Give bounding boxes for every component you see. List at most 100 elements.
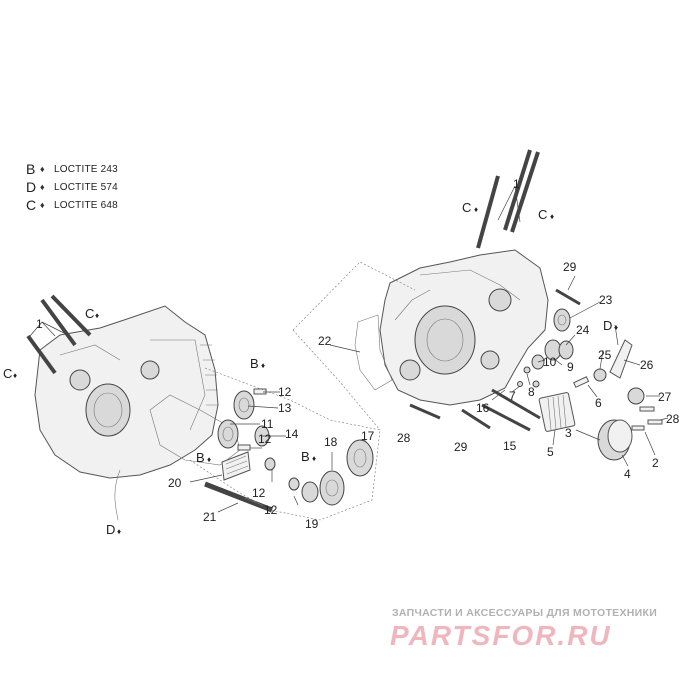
loctite-marker-b: B bbox=[196, 450, 205, 465]
left-case-rib bbox=[59, 344, 121, 361]
callout-26: 26 bbox=[640, 358, 654, 372]
drop-icon: ♦ bbox=[550, 212, 554, 221]
legend-text: LOCTITE 574 bbox=[54, 181, 118, 193]
callout-12: 12 bbox=[264, 503, 278, 517]
bearing-small bbox=[264, 457, 276, 471]
seal bbox=[553, 308, 571, 332]
left-case-rib bbox=[150, 339, 206, 431]
bearing-inner bbox=[353, 448, 367, 468]
dowel bbox=[517, 381, 523, 387]
bracket bbox=[609, 339, 633, 379]
legend-row-d: D ♦ LOCTITE 574 bbox=[26, 178, 118, 196]
stud bbox=[476, 175, 500, 249]
bearing bbox=[217, 419, 239, 449]
left-studs bbox=[26, 294, 92, 375]
callout-29: 29 bbox=[563, 260, 577, 274]
callout-21: 21 bbox=[203, 510, 217, 524]
left-crankcase bbox=[34, 305, 219, 479]
callout-5: 5 bbox=[547, 445, 554, 459]
drop-icon: ♦ bbox=[40, 164, 45, 174]
callout-2: 2 bbox=[652, 456, 659, 470]
bolt bbox=[237, 444, 251, 451]
callout-22: 22 bbox=[318, 334, 332, 348]
legend-text: LOCTITE 243 bbox=[54, 163, 118, 175]
shaft bbox=[204, 481, 273, 513]
loctite-markers: C ♦ C ♦ C ♦ C ♦ B ♦ B ♦ B ♦ D ♦ D ♦ bbox=[3, 200, 618, 537]
stud bbox=[40, 298, 77, 347]
seal bbox=[301, 481, 319, 503]
d-marker-curve bbox=[114, 469, 121, 521]
watermark-brand-logo: PARTSFOR.RU bbox=[390, 620, 612, 651]
drop-icon: ♦ bbox=[117, 527, 121, 536]
long-bolt bbox=[491, 388, 541, 420]
right-shaft-bore bbox=[399, 359, 421, 381]
right-case-rib bbox=[394, 289, 431, 321]
drop-icon: ♦ bbox=[261, 361, 265, 370]
loctite-marker-d: D bbox=[603, 318, 612, 333]
stud bbox=[503, 149, 532, 231]
drop-icon: ♦ bbox=[474, 205, 478, 214]
drop-icon: ♦ bbox=[40, 200, 45, 210]
callout-23: 23 bbox=[599, 293, 613, 307]
left-shaft-bore bbox=[69, 369, 91, 391]
filter-mesh bbox=[225, 455, 249, 475]
right-shaft-bore bbox=[480, 350, 500, 370]
right-shaft-bore bbox=[488, 288, 512, 312]
dowel bbox=[523, 366, 531, 374]
callout-1: 1 bbox=[36, 317, 43, 331]
oil-filter bbox=[538, 392, 576, 432]
drop-icon: ♦ bbox=[13, 371, 17, 380]
right-studs bbox=[476, 149, 540, 249]
callout-12: 12 bbox=[252, 486, 266, 500]
callout-9: 9 bbox=[567, 360, 574, 374]
loctite-marker-d: D bbox=[106, 522, 115, 537]
callout-15: 15 bbox=[503, 439, 517, 453]
callout-12: 12 bbox=[258, 432, 272, 446]
left-shaft-bore bbox=[140, 360, 160, 380]
callout-16: 16 bbox=[476, 401, 490, 415]
long-bolt bbox=[481, 403, 531, 432]
callout-25: 25 bbox=[598, 348, 612, 362]
pressure-switch bbox=[593, 368, 607, 382]
callout-14: 14 bbox=[285, 427, 299, 441]
callout-19: 19 bbox=[305, 517, 319, 531]
callout-13: 13 bbox=[278, 401, 292, 415]
callout-27: 27 bbox=[658, 390, 672, 404]
callout-28: 28 bbox=[397, 431, 411, 445]
right-bore-ring bbox=[426, 318, 464, 362]
callout-18: 18 bbox=[324, 435, 338, 449]
drop-icon: ♦ bbox=[312, 454, 316, 463]
right-crankcase-group bbox=[354, 249, 549, 406]
stud bbox=[26, 334, 57, 375]
drop-icon: ♦ bbox=[95, 311, 99, 320]
long-bolt bbox=[461, 408, 491, 430]
left-case-fins bbox=[200, 344, 218, 406]
dowel bbox=[532, 380, 540, 388]
loctite-marker-c: C bbox=[85, 306, 94, 321]
legend-code: C bbox=[26, 197, 37, 213]
callout-1: 1 bbox=[513, 177, 520, 191]
bearing-large bbox=[319, 470, 345, 506]
legend-text: LOCTITE 648 bbox=[54, 199, 118, 211]
left-crankcase-group bbox=[34, 305, 241, 521]
filter-cover-face bbox=[607, 419, 633, 453]
drop-icon: ♦ bbox=[207, 455, 211, 464]
loctite-legend: B ♦ LOCTITE 243 D ♦ LOCTITE 574 C ♦ LOCT… bbox=[26, 160, 118, 214]
legend-code: B bbox=[26, 161, 36, 177]
loctite-marker-c: C bbox=[3, 366, 12, 381]
stud bbox=[510, 151, 540, 233]
callout-6: 6 bbox=[595, 396, 602, 410]
left-crank-bore bbox=[85, 383, 131, 437]
bearing-inner bbox=[325, 479, 339, 497]
callout-10: 10 bbox=[543, 355, 557, 369]
bearing-large bbox=[346, 439, 374, 477]
legend-code: D bbox=[26, 179, 37, 195]
right-case-rib bbox=[419, 269, 521, 301]
callout-7: 7 bbox=[509, 389, 516, 403]
callout-4: 4 bbox=[624, 467, 631, 481]
loctite-marker-c: C bbox=[462, 200, 471, 215]
callout-24: 24 bbox=[576, 323, 590, 337]
callout-numbers: 1 1 2 3 4 5 6 7 8 9 10 11 12 12 12 12 13… bbox=[36, 177, 680, 531]
seal-inner bbox=[557, 314, 567, 326]
